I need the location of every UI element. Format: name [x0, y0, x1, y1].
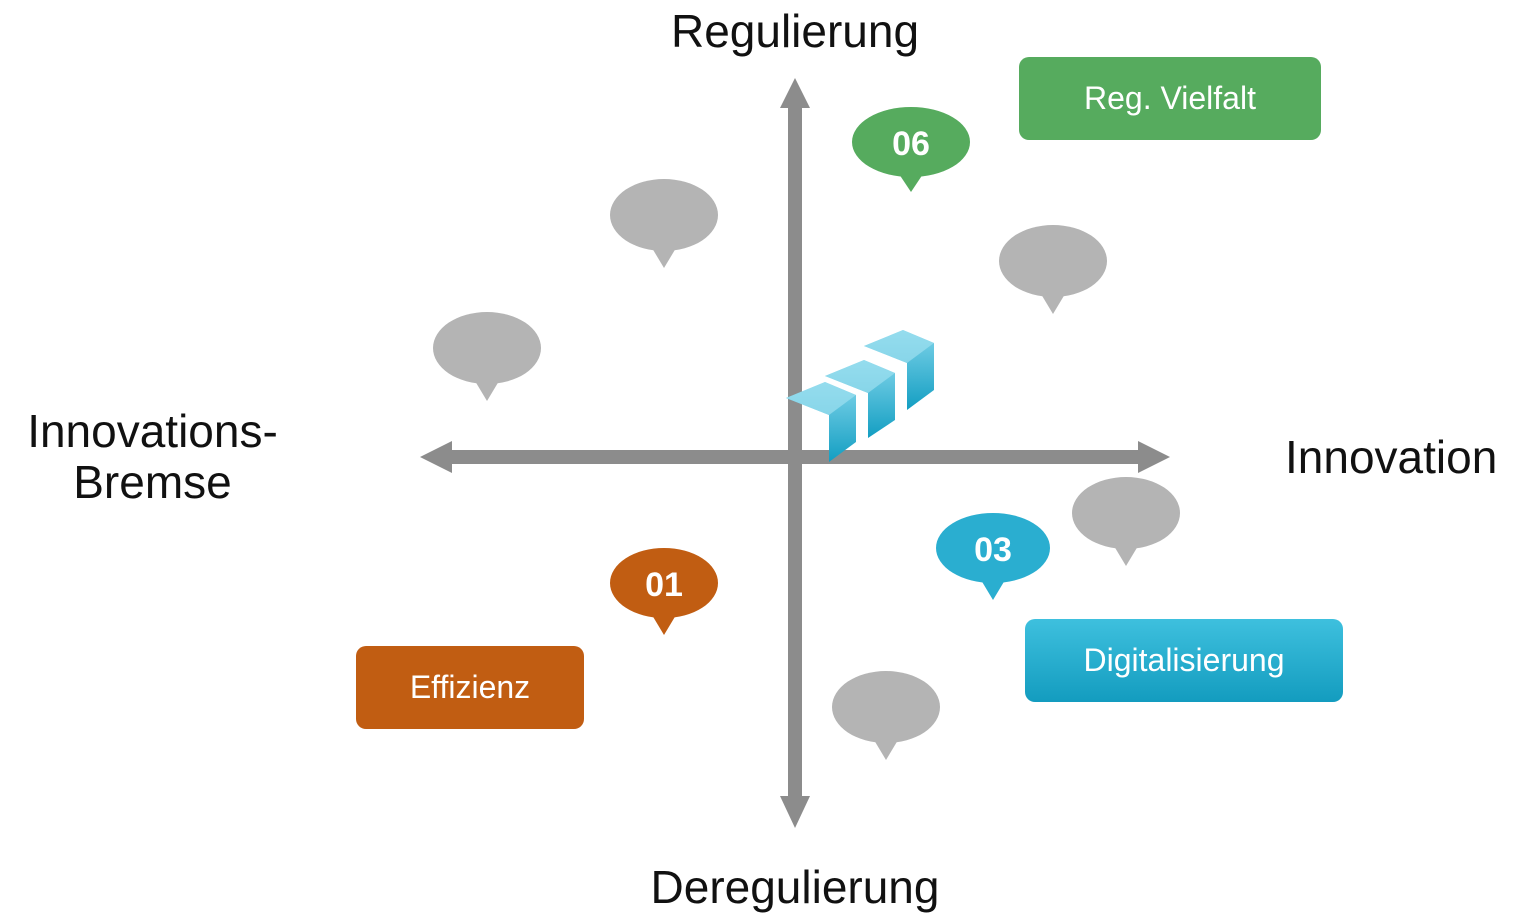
- speech-bubble-icon: [610, 179, 718, 268]
- bubble-03: 03: [936, 513, 1050, 600]
- speech-bubble-icon: [1072, 477, 1180, 566]
- bubble-03-label: 03: [974, 531, 1012, 569]
- bubble-01: 01: [610, 548, 718, 635]
- tag-digitalisierung: Digitalisierung: [1025, 619, 1343, 702]
- chevron-arrows-icon: [786, 330, 934, 462]
- axis-label-left: Innovations- Bremse: [0, 406, 305, 507]
- axis-label-left-line2: Bremse: [73, 455, 232, 508]
- speech-bubble-icon: [832, 671, 940, 760]
- bubble-06-label: 06: [892, 125, 930, 163]
- tag-reg-vielfalt: Reg. Vielfalt: [1019, 57, 1321, 140]
- horizontal-axis-arrow: [420, 441, 1170, 473]
- axis-label-right: Innovation: [1285, 431, 1498, 483]
- bubble-01-label: 01: [645, 566, 683, 604]
- axis-label-top: Regulierung: [670, 5, 920, 57]
- axis-label-left-line1: Innovations-: [27, 405, 278, 457]
- speech-bubble-icon: [999, 225, 1107, 314]
- speech-bubble-icon: [433, 312, 541, 401]
- bubble-06: 06: [852, 107, 970, 192]
- tag-effizienz: Effizienz: [356, 646, 584, 729]
- axis-label-bottom: Deregulierung: [650, 861, 940, 913]
